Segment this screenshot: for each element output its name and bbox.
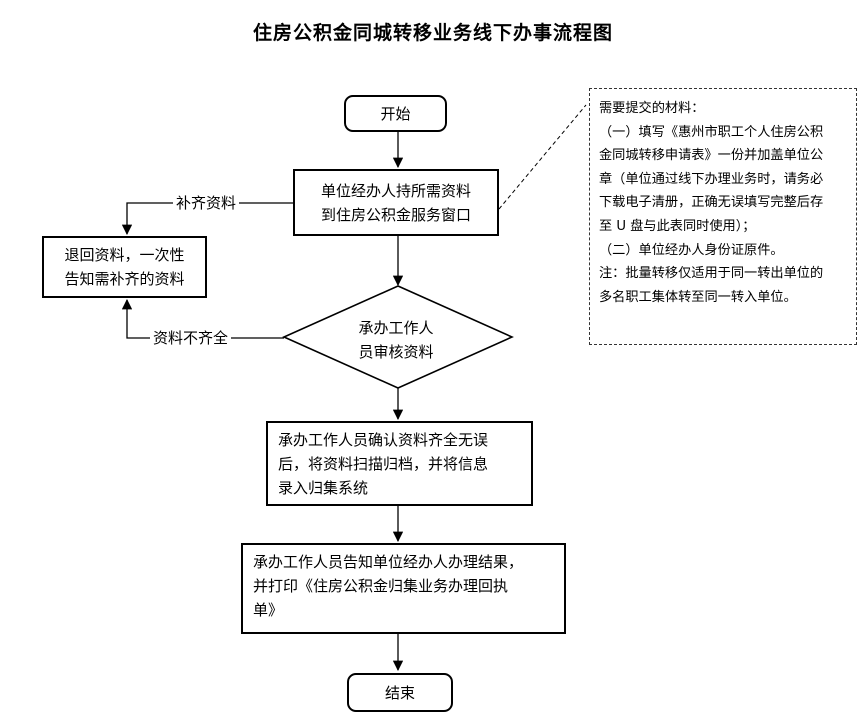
notify-box: 承办工作人员告知单位经办人办理结果， 并打印《住房公积金归集业务办理回执 单》 — [241, 543, 566, 634]
note-line: 注：批量转移仅适用于同一转出单位的 — [599, 266, 824, 282]
note-line: 下载电子清册，正确无误填写完整后存 — [599, 195, 824, 211]
note-line: 金同城转移申请表》一份并加盖单位公 — [599, 148, 824, 164]
note-line: 章（单位通过线下办理业务时，请务必 — [599, 171, 824, 187]
incomplete-label: 资料不齐全 — [150, 327, 232, 348]
arrow-review-to-return — [121, 298, 284, 339]
review-diamond — [282, 285, 514, 389]
note-line: 需要提交的材料： — [599, 101, 705, 116]
note-line: （一）填写《惠州市职工个人住房公积 — [599, 124, 824, 140]
page-title: 住房公积金同城转移业务线下办事流程图 — [252, 22, 613, 44]
confirm-box: 承办工作人员确认资料齐全无误 后，将资料扫描归档，并将信息 录入归集系统 — [266, 421, 533, 506]
start-node: 开始 — [344, 95, 447, 132]
review-label: 承办工作人 员审核资料 — [358, 319, 434, 361]
end-node: 结束 — [347, 673, 453, 712]
note-callout-line — [498, 104, 587, 210]
note-line: （二）单位经办人身份证原件。 — [599, 242, 784, 258]
note-line: 至 U 盘与此表同时使用）； — [599, 218, 756, 234]
materials-note: 需要提交的材料： （一）填写《惠州市职工个人住房公积 金同城转移申请表》一份并加… — [589, 88, 857, 345]
supplement-label: 补齐资料 — [173, 192, 240, 213]
note-line: 多名职工集体转至同一转入单位。 — [599, 289, 797, 305]
step1-box: 单位经办人持所需资料 到住房公积金服务窗口 — [293, 169, 499, 236]
return-box: 退回资料，一次性 告知需补齐的资料 — [42, 236, 207, 298]
